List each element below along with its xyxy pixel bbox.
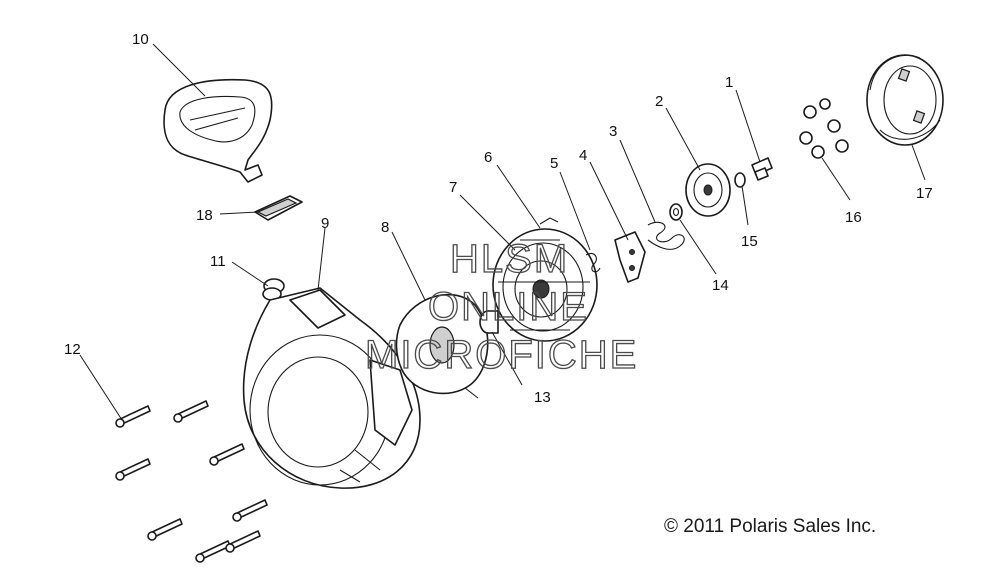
callout-17: 17	[916, 185, 933, 202]
part-washer	[734, 172, 746, 188]
part-pawl-spring	[585, 252, 601, 273]
watermark-line-2: ONLINE	[428, 285, 589, 329]
watermark-line-1: HLSM	[450, 237, 569, 281]
part-housing-bolts	[115, 400, 268, 563]
part-pawl	[614, 231, 646, 283]
callout-5: 5	[550, 155, 558, 172]
callout-15: 15	[741, 233, 758, 250]
callout-16: 16	[845, 209, 862, 226]
callout-6: 6	[484, 149, 492, 166]
part-handle-insert	[254, 195, 303, 221]
callout-18: 18	[196, 207, 213, 224]
callout-2: 2	[655, 93, 663, 110]
watermark: HLSM ONLINE MICROFICHE	[364, 236, 638, 377]
callout-13: 13	[534, 389, 551, 406]
part-bushing	[479, 310, 499, 334]
part-recoil-housing	[242, 287, 421, 489]
callout-labels: 1 2 3 4 5 6 7 8 9 10 11 12 13 14 15 16 1…	[64, 31, 933, 406]
callout-10: 10	[132, 31, 149, 48]
callout-14: 14	[712, 277, 729, 294]
callout-8: 8	[381, 219, 389, 236]
part-nuts	[799, 98, 849, 159]
leader-lines	[79, 43, 926, 421]
callout-4: 4	[579, 147, 587, 164]
part-rope-pulley	[492, 217, 598, 342]
part-starter-cup	[866, 54, 944, 146]
part-drive-plate	[685, 163, 731, 217]
part-spring	[647, 221, 685, 250]
part-clip	[669, 203, 683, 221]
part-bolt	[751, 157, 773, 181]
part-friction-plate	[395, 293, 489, 399]
watermark-line-3: MICROFICHE	[365, 333, 638, 377]
callout-11: 11	[210, 253, 226, 270]
callout-7: 7	[449, 179, 457, 196]
callout-3: 3	[609, 123, 617, 140]
callout-12: 12	[64, 341, 81, 358]
callout-1: 1	[725, 74, 733, 91]
copyright-notice: © 2011 Polaris Sales Inc.	[664, 516, 877, 537]
callout-9: 9	[321, 215, 329, 232]
part-handle	[163, 78, 273, 183]
part-plug	[262, 278, 285, 301]
